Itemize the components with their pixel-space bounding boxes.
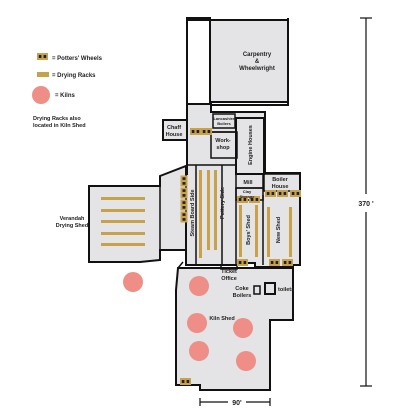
label-workshop-line1: Work- — [215, 138, 231, 144]
height-dimension: 370 ' — [358, 201, 374, 208]
label-ticket-line2: Office — [221, 276, 237, 282]
drying-rack — [289, 207, 292, 257]
label-new-shed: New Shed — [276, 217, 282, 243]
label-clay-line1: Clay — [243, 189, 252, 194]
drying-rack-legend-icon — [37, 72, 49, 77]
legend-kilns: = Kilns — [55, 93, 76, 99]
potters-wheel-legend-icon — [37, 53, 48, 60]
drying-rack — [255, 205, 258, 257]
width-dimension: 90' — [232, 400, 242, 407]
drying-rack — [101, 209, 145, 212]
chaff-house-block — [162, 119, 188, 141]
label-coke-line1: Coke — [235, 286, 248, 292]
label-carpentry-line1: Carpentry — [243, 52, 272, 58]
potters-wheel-icon — [269, 259, 280, 266]
legend-drying-racks: = Drying Racks — [52, 73, 96, 79]
kiln — [189, 276, 209, 296]
kiln — [123, 272, 143, 292]
label-mill: Mill — [243, 180, 253, 186]
potters-wheel-icon — [282, 259, 293, 266]
label-boiler-line1: Boiler — [272, 177, 288, 183]
label-chaff-line2: House — [166, 132, 183, 138]
label-workshop-line2: shop — [216, 145, 230, 151]
kiln-legend-icon — [32, 86, 50, 104]
kilns — [123, 272, 256, 371]
room-labels: Carpentry & Wheelwright Lancashire Boile… — [56, 52, 294, 322]
label-ticket-line1: Ticket — [221, 269, 237, 275]
kiln — [189, 341, 209, 361]
drying-rack — [101, 220, 145, 223]
kiln — [187, 313, 207, 333]
potters-wheel-icon — [180, 175, 188, 187]
legend: = Potters' Wheels = Drying Racks = Kilns… — [32, 53, 103, 129]
label-verandah-line2: Drying Shed — [56, 223, 88, 229]
label-toilets: toilets — [278, 287, 294, 293]
label-clay-line2: Storage — [240, 194, 256, 199]
potters-wheel-icon — [190, 128, 201, 135]
label-coke-line2: Boilers — [233, 293, 252, 299]
potters-wheel-icon — [180, 211, 188, 223]
drying-rack — [101, 232, 145, 235]
label-verandah-line1: Verandah — [60, 216, 85, 222]
label-kiln-shed: Kiln Shed — [209, 316, 234, 322]
label-pottery-side: Pottery Side — [220, 187, 226, 219]
drying-rack — [267, 207, 270, 257]
toilets-block — [264, 282, 276, 295]
potters-wheel-icon — [277, 190, 288, 197]
potters-wheel-icon — [180, 187, 188, 199]
drying-rack — [207, 170, 210, 250]
label-chaff-line1: Chaff — [167, 125, 181, 131]
label-carpentry-line2: & — [255, 59, 260, 65]
kiln — [233, 318, 253, 338]
potters-wheel-icon — [237, 259, 248, 266]
dimension-lines — [199, 17, 372, 406]
label-steam-board-side: Steam Board Side — [190, 189, 196, 236]
label-engine-houses: Engine Houses — [248, 125, 254, 165]
potters-wheel-icon — [201, 128, 212, 135]
drying-rack — [239, 205, 242, 257]
drying-racks — [101, 170, 292, 258]
label-boys-shed: Boys' Shed — [246, 215, 252, 245]
label-lancashire-line1: Lancashire — [213, 116, 235, 121]
verandah-shed-block — [88, 164, 187, 263]
drying-rack — [101, 197, 145, 200]
legend-note-line1: Drying Racks also — [33, 116, 81, 122]
potters-wheel-icon — [180, 378, 191, 385]
legend-note-line2: located in Kiln Shed — [33, 123, 86, 129]
label-boiler-line2: House — [272, 184, 289, 190]
potters-wheel-icon — [180, 199, 188, 211]
potters-wheel-icon — [290, 190, 301, 197]
legend-potters-wheels: = Potters' Wheels — [52, 56, 103, 62]
potters-wheel-icon — [265, 190, 276, 197]
drying-rack — [214, 170, 217, 250]
label-lancashire-line2: Boilers — [217, 121, 231, 126]
drying-rack — [101, 243, 145, 246]
label-carpentry-line3: Wheelwright — [239, 66, 275, 72]
kiln — [236, 351, 256, 371]
carpentry-block — [186, 17, 289, 103]
drying-rack — [199, 170, 202, 258]
